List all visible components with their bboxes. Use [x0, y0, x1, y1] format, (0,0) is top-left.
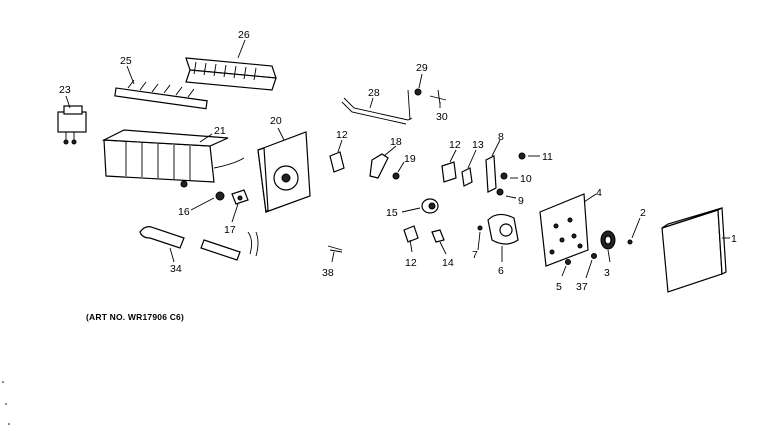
part-7 — [477, 225, 483, 231]
part-28-arm — [341, 89, 413, 125]
callout-29: 29 — [416, 62, 428, 74]
part-4-mounting-plate — [539, 193, 589, 267]
callout-15: 15 — [386, 207, 398, 219]
callout-34: 34 — [170, 263, 182, 275]
callout-7: 7 — [472, 249, 478, 261]
callout-17: 17 — [224, 224, 236, 236]
part-6-motor — [487, 213, 519, 245]
part-21-mold — [101, 129, 245, 188]
callout-12-lower: 12 — [405, 257, 417, 269]
part-12-middle — [441, 161, 457, 183]
part-19 — [392, 172, 400, 180]
part-20-housing — [257, 131, 311, 214]
part-30 — [429, 89, 447, 105]
callout-38: 38 — [322, 267, 334, 279]
callout-10: 10 — [520, 173, 532, 185]
callout-14: 14 — [442, 257, 454, 269]
callout-19: 19 — [404, 153, 416, 165]
art-number: (ART NO. WR17906 C6) — [86, 312, 184, 322]
part-3-gear — [600, 230, 616, 250]
part-12-upper — [329, 151, 345, 173]
callout-26: 26 — [238, 29, 250, 41]
part-23-switch — [57, 105, 87, 145]
part-25-ejector — [114, 79, 208, 110]
callout-3: 3 — [604, 267, 610, 279]
callout-28: 28 — [368, 87, 380, 99]
callout-4: 4 — [596, 187, 602, 199]
callout-6: 6 — [498, 265, 504, 277]
callout-30: 30 — [436, 111, 448, 123]
part-17-bracket — [231, 189, 249, 205]
callout-5: 5 — [556, 281, 562, 293]
part-14 — [431, 229, 445, 243]
part-12-lower — [403, 225, 419, 243]
callout-18: 18 — [390, 136, 402, 148]
part-26-stripper — [185, 57, 277, 91]
part-16 — [215, 191, 225, 201]
callout-12-middle: 12 — [449, 139, 461, 151]
part-15-motor-shaft — [421, 198, 439, 214]
part-18 — [369, 153, 389, 179]
part-37 — [591, 253, 597, 259]
part-10 — [500, 172, 508, 180]
part-38-clip — [327, 245, 343, 253]
callout-37: 37 — [576, 281, 588, 293]
callout-25: 25 — [120, 55, 132, 67]
part-34-fill-cup — [139, 226, 185, 249]
callout-20: 20 — [270, 115, 282, 127]
callout-16: 16 — [178, 206, 190, 218]
part-8 — [485, 155, 497, 193]
callout-9: 9 — [518, 195, 524, 207]
callout-13: 13 — [472, 139, 484, 151]
callout-21: 21 — [214, 125, 226, 137]
callout-12-upper: 12 — [336, 129, 348, 141]
callout-11: 11 — [542, 151, 553, 163]
part-1-cover — [661, 207, 727, 293]
part-heater-tube — [200, 231, 259, 261]
callout-2: 2 — [640, 207, 646, 219]
callout-8: 8 — [498, 131, 504, 143]
part-29 — [414, 88, 422, 96]
callout-1: 1 — [731, 233, 737, 245]
part-13 — [461, 167, 473, 187]
part-11 — [518, 152, 526, 160]
part-2 — [627, 239, 633, 245]
part-5 — [565, 259, 571, 265]
part-9 — [496, 188, 504, 196]
callout-23: 23 — [59, 84, 71, 96]
